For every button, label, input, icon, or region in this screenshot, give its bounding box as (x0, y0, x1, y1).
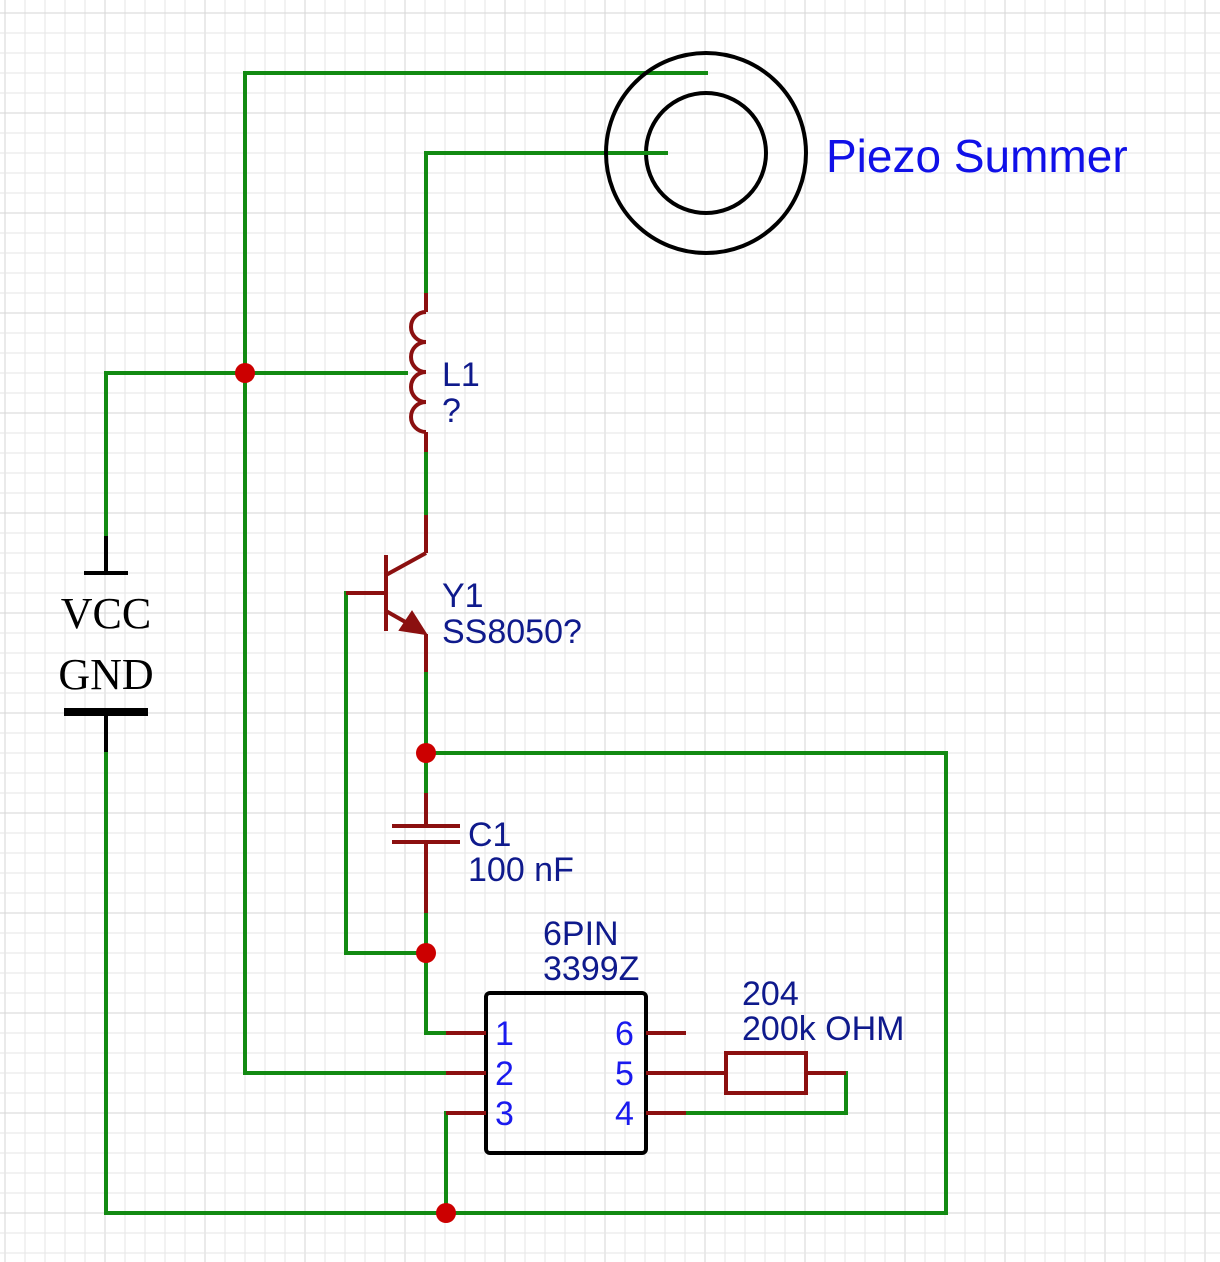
ic-value: 3399Z (543, 950, 639, 988)
ic-pin6-label: 6 (615, 1015, 634, 1053)
inductor-ref: L1 (442, 356, 480, 394)
wire-vcc-to-inductor-path[interactable] (104, 371, 408, 542)
ic-pin2-label: 2 (495, 1055, 514, 1093)
gnd-label: GND (58, 650, 153, 699)
wire-piezo-to-inductor[interactable] (424, 151, 668, 297)
resistor-ref: 204 (742, 975, 799, 1013)
transistor-value: SS8050? (442, 613, 582, 651)
junction-dot (416, 943, 436, 963)
power-source[interactable] (64, 536, 148, 752)
ic-pin1-label: 1 (495, 1015, 514, 1053)
transistor-y1[interactable] (346, 515, 429, 672)
ic-name: 6PIN (543, 915, 619, 953)
capacitor-ref: C1 (468, 816, 511, 854)
emitter-arrow-icon (398, 610, 429, 636)
vcc-label: VCC (61, 589, 151, 638)
transistor-ref: Y1 (442, 577, 484, 615)
inductor-value: ? (442, 392, 461, 430)
ic-3399z[interactable] (446, 991, 726, 1155)
piezo-buzzer[interactable] (604, 51, 808, 255)
ic-pin3-label: 3 (495, 1095, 514, 1133)
junction-dot (436, 1203, 456, 1223)
junction-dot (235, 363, 255, 383)
piezo-title: Piezo Summer (826, 130, 1128, 182)
junctions (235, 363, 456, 1223)
capacitor-c1[interactable] (392, 793, 460, 913)
wire-vcc-rail-vertical[interactable] (243, 71, 448, 1075)
junction-dot (416, 743, 436, 763)
wire-gnd-rail[interactable] (104, 750, 948, 1215)
capacitor-value: 100 nF (468, 851, 574, 889)
inductor-l1[interactable] (409, 293, 428, 452)
resistor-204[interactable] (724, 1051, 846, 1095)
ic-pin5-label: 5 (615, 1055, 634, 1093)
wire-emitter-to-right-rail[interactable] (424, 751, 948, 1215)
resistor-value: 200k OHM (742, 1010, 905, 1048)
ic-pin4-label: 4 (615, 1095, 634, 1133)
wires (104, 71, 948, 1215)
